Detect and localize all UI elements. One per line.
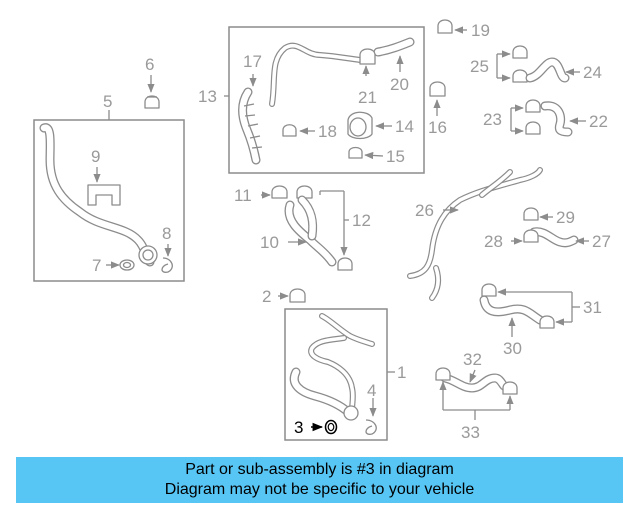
clamp-6: [144, 95, 160, 109]
hose-22: [540, 101, 573, 137]
callout-22: 22: [589, 112, 608, 131]
pipe-1: [308, 313, 375, 413]
hose-30: [479, 295, 545, 325]
group-box-5: [33, 119, 185, 282]
callout-11: 11: [234, 186, 252, 205]
callout-17: 17: [243, 52, 262, 71]
callout-20: 20: [390, 75, 409, 94]
callout-8: 8: [162, 224, 171, 243]
callout-32: 32: [463, 350, 482, 369]
callout-15: 15: [386, 147, 405, 166]
clamp-33-left: [435, 367, 451, 381]
clip-8: [161, 257, 173, 273]
leader-lines: [93, 26, 589, 432]
pipe-13: [269, 42, 363, 107]
callout-16: 16: [428, 118, 447, 137]
clamp-15: [348, 146, 363, 159]
o-ring-7: [119, 259, 135, 271]
clamp-28: [523, 229, 539, 243]
callout-27: 27: [592, 232, 611, 251]
clamp-21: [359, 48, 376, 65]
callout-10: 10: [260, 233, 279, 252]
callout-30: 30: [503, 339, 522, 358]
callout-31: 31: [583, 298, 602, 317]
callout-7: 7: [92, 256, 101, 275]
banner-line-1: Part or sub-assembly is #3 in diagram: [185, 461, 454, 478]
clamp-19: [437, 19, 453, 34]
info-banner: Part or sub-assembly is #3 in diagram Di…: [16, 457, 623, 503]
group-box-1: [284, 308, 388, 441]
callout-12: 12: [352, 211, 371, 230]
bracket-9: [87, 184, 121, 206]
clamp-31-upper: [481, 283, 497, 297]
pipe-26: [407, 167, 543, 301]
callout-33: 33: [461, 423, 480, 442]
clamp-25-lower: [512, 69, 528, 83]
clamp-33-right: [502, 381, 518, 395]
hose-17: [238, 87, 263, 165]
clamp-2: [289, 288, 306, 303]
o-ring-3: [324, 419, 338, 435]
clamp-16: [429, 81, 446, 97]
callout-2: 2: [262, 287, 271, 306]
callout-9: 9: [91, 147, 100, 166]
clip-4: [365, 419, 377, 435]
elbow-14: [347, 111, 373, 140]
hose-20: [373, 37, 415, 57]
clamp-23-lower: [525, 121, 541, 135]
callout-4: 4: [367, 381, 376, 400]
hose-32: [440, 373, 509, 393]
clamp-25-upper: [512, 45, 528, 59]
clamp-23-upper: [525, 99, 541, 113]
clamp-18: [282, 124, 297, 137]
clamp-29: [523, 207, 539, 221]
hose-27: [529, 227, 579, 248]
callout-25: 25: [470, 57, 489, 76]
clamp-11: [271, 185, 288, 199]
callout-14: 14: [395, 117, 414, 136]
callout-23: 23: [483, 110, 502, 129]
callout-5: 5: [103, 92, 112, 111]
group-box-13: [228, 26, 425, 174]
callout-28: 28: [484, 232, 503, 251]
banner-line-2: Diagram may not be specific to your vehi…: [164, 481, 475, 498]
hose-1: [289, 367, 359, 421]
callout-21: 21: [358, 88, 377, 107]
callout-13: 13: [198, 87, 217, 106]
hose-24: [525, 57, 570, 83]
callout-26: 26: [415, 201, 434, 220]
clamp-31-lower: [539, 315, 555, 329]
hose-10: [284, 195, 337, 267]
callout-24: 24: [583, 63, 602, 82]
callout-19: 19: [471, 21, 490, 40]
callout-3: 3: [294, 418, 303, 437]
callout-1: 1: [397, 363, 406, 382]
clamp-12-lower: [337, 257, 353, 271]
hose-assembly-5: [39, 123, 158, 267]
callout-29: 29: [556, 208, 575, 227]
callout-6: 6: [145, 55, 154, 74]
clamp-12-upper: [296, 185, 313, 199]
callout-18: 18: [318, 122, 337, 141]
